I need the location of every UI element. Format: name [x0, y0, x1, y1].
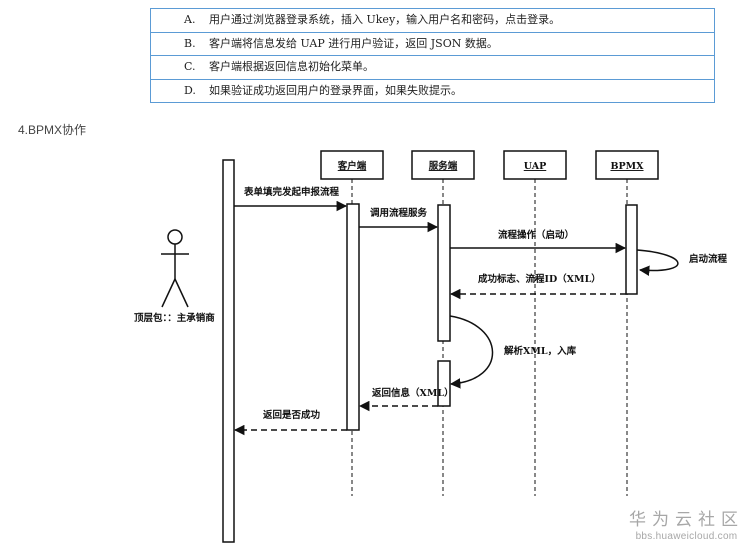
message-label: 启动流程: [689, 253, 728, 265]
step-letter: B.: [184, 36, 196, 50]
section-heading: 4.BPMX协作: [18, 123, 87, 137]
step-row: A. 用户通过浏览器登录系统，插入 Ukey，输入用户名和密码，点击登录。: [151, 9, 714, 33]
self-message-arrow: [636, 249, 679, 276]
step-row: D. 如果验证成功返回用户的登录界面，如果失败提示。: [151, 80, 714, 104]
step-letter: D.: [184, 83, 196, 97]
lifeline-label-server: 服务端: [429, 160, 458, 172]
step-row: C. 客户端根据返回信息初始化菜单。: [151, 56, 714, 80]
lifeline-label-bpmx: BPMX: [610, 161, 644, 172]
step-text: 客户端将信息发给 UAP 进行用户验证，返回 JSON 数据。: [209, 36, 498, 50]
message-label: 表单填完发起申报流程: [243, 186, 340, 198]
message-label: 流程操作（启动）: [498, 229, 574, 241]
activation-client: [346, 203, 360, 431]
step-text: 用户通过浏览器登录系统，插入 Ukey，输入用户名和密码，点击登录。: [209, 13, 561, 26]
message-label: 解析XML，入库: [504, 345, 577, 357]
watermark: 华为云社区 bbs.huaweicloud.com: [629, 505, 744, 542]
step-letter: A.: [184, 13, 196, 26]
lifeline-head-server: [411, 150, 475, 180]
actor-label: 顶层包：：主承销商: [134, 312, 215, 324]
watermark-url: bbs.huaweicloud.com: [635, 531, 738, 542]
step-text: 客户端根据返回信息初始化菜单。: [209, 60, 374, 73]
lifeline-head-bpmx: [595, 150, 659, 180]
actor-figure: [161, 229, 189, 308]
message-label: 成功标志、流程ID（XML）: [478, 273, 601, 285]
lifeline-head-uap: [503, 150, 567, 180]
message-label: 调用流程服务: [370, 207, 428, 219]
activation-server-1: [437, 204, 451, 342]
activation-bpmx: [625, 204, 638, 295]
watermark-brand: 华为云社区: [629, 510, 744, 530]
lifeline-label-uap: UAP: [524, 161, 547, 172]
message-label: 返回是否成功: [263, 409, 321, 421]
steps-table: A. 用户通过浏览器登录系统，插入 Ukey，输入用户名和密码，点击登录。 B.…: [150, 8, 715, 103]
actor-activation-bar: [222, 159, 235, 543]
lifeline-label-client: 客户端: [337, 160, 367, 172]
step-text: 如果验证成功返回用户的登录界面，如果失败提示。: [209, 83, 462, 97]
self-message-arrow: [449, 315, 494, 389]
message-label: 返回信息（XML）: [372, 387, 454, 399]
step-letter: C.: [184, 60, 196, 73]
activation-server-2: [437, 360, 451, 407]
step-row: B. 客户端将信息发给 UAP 进行用户验证，返回 JSON 数据。: [151, 33, 714, 56]
